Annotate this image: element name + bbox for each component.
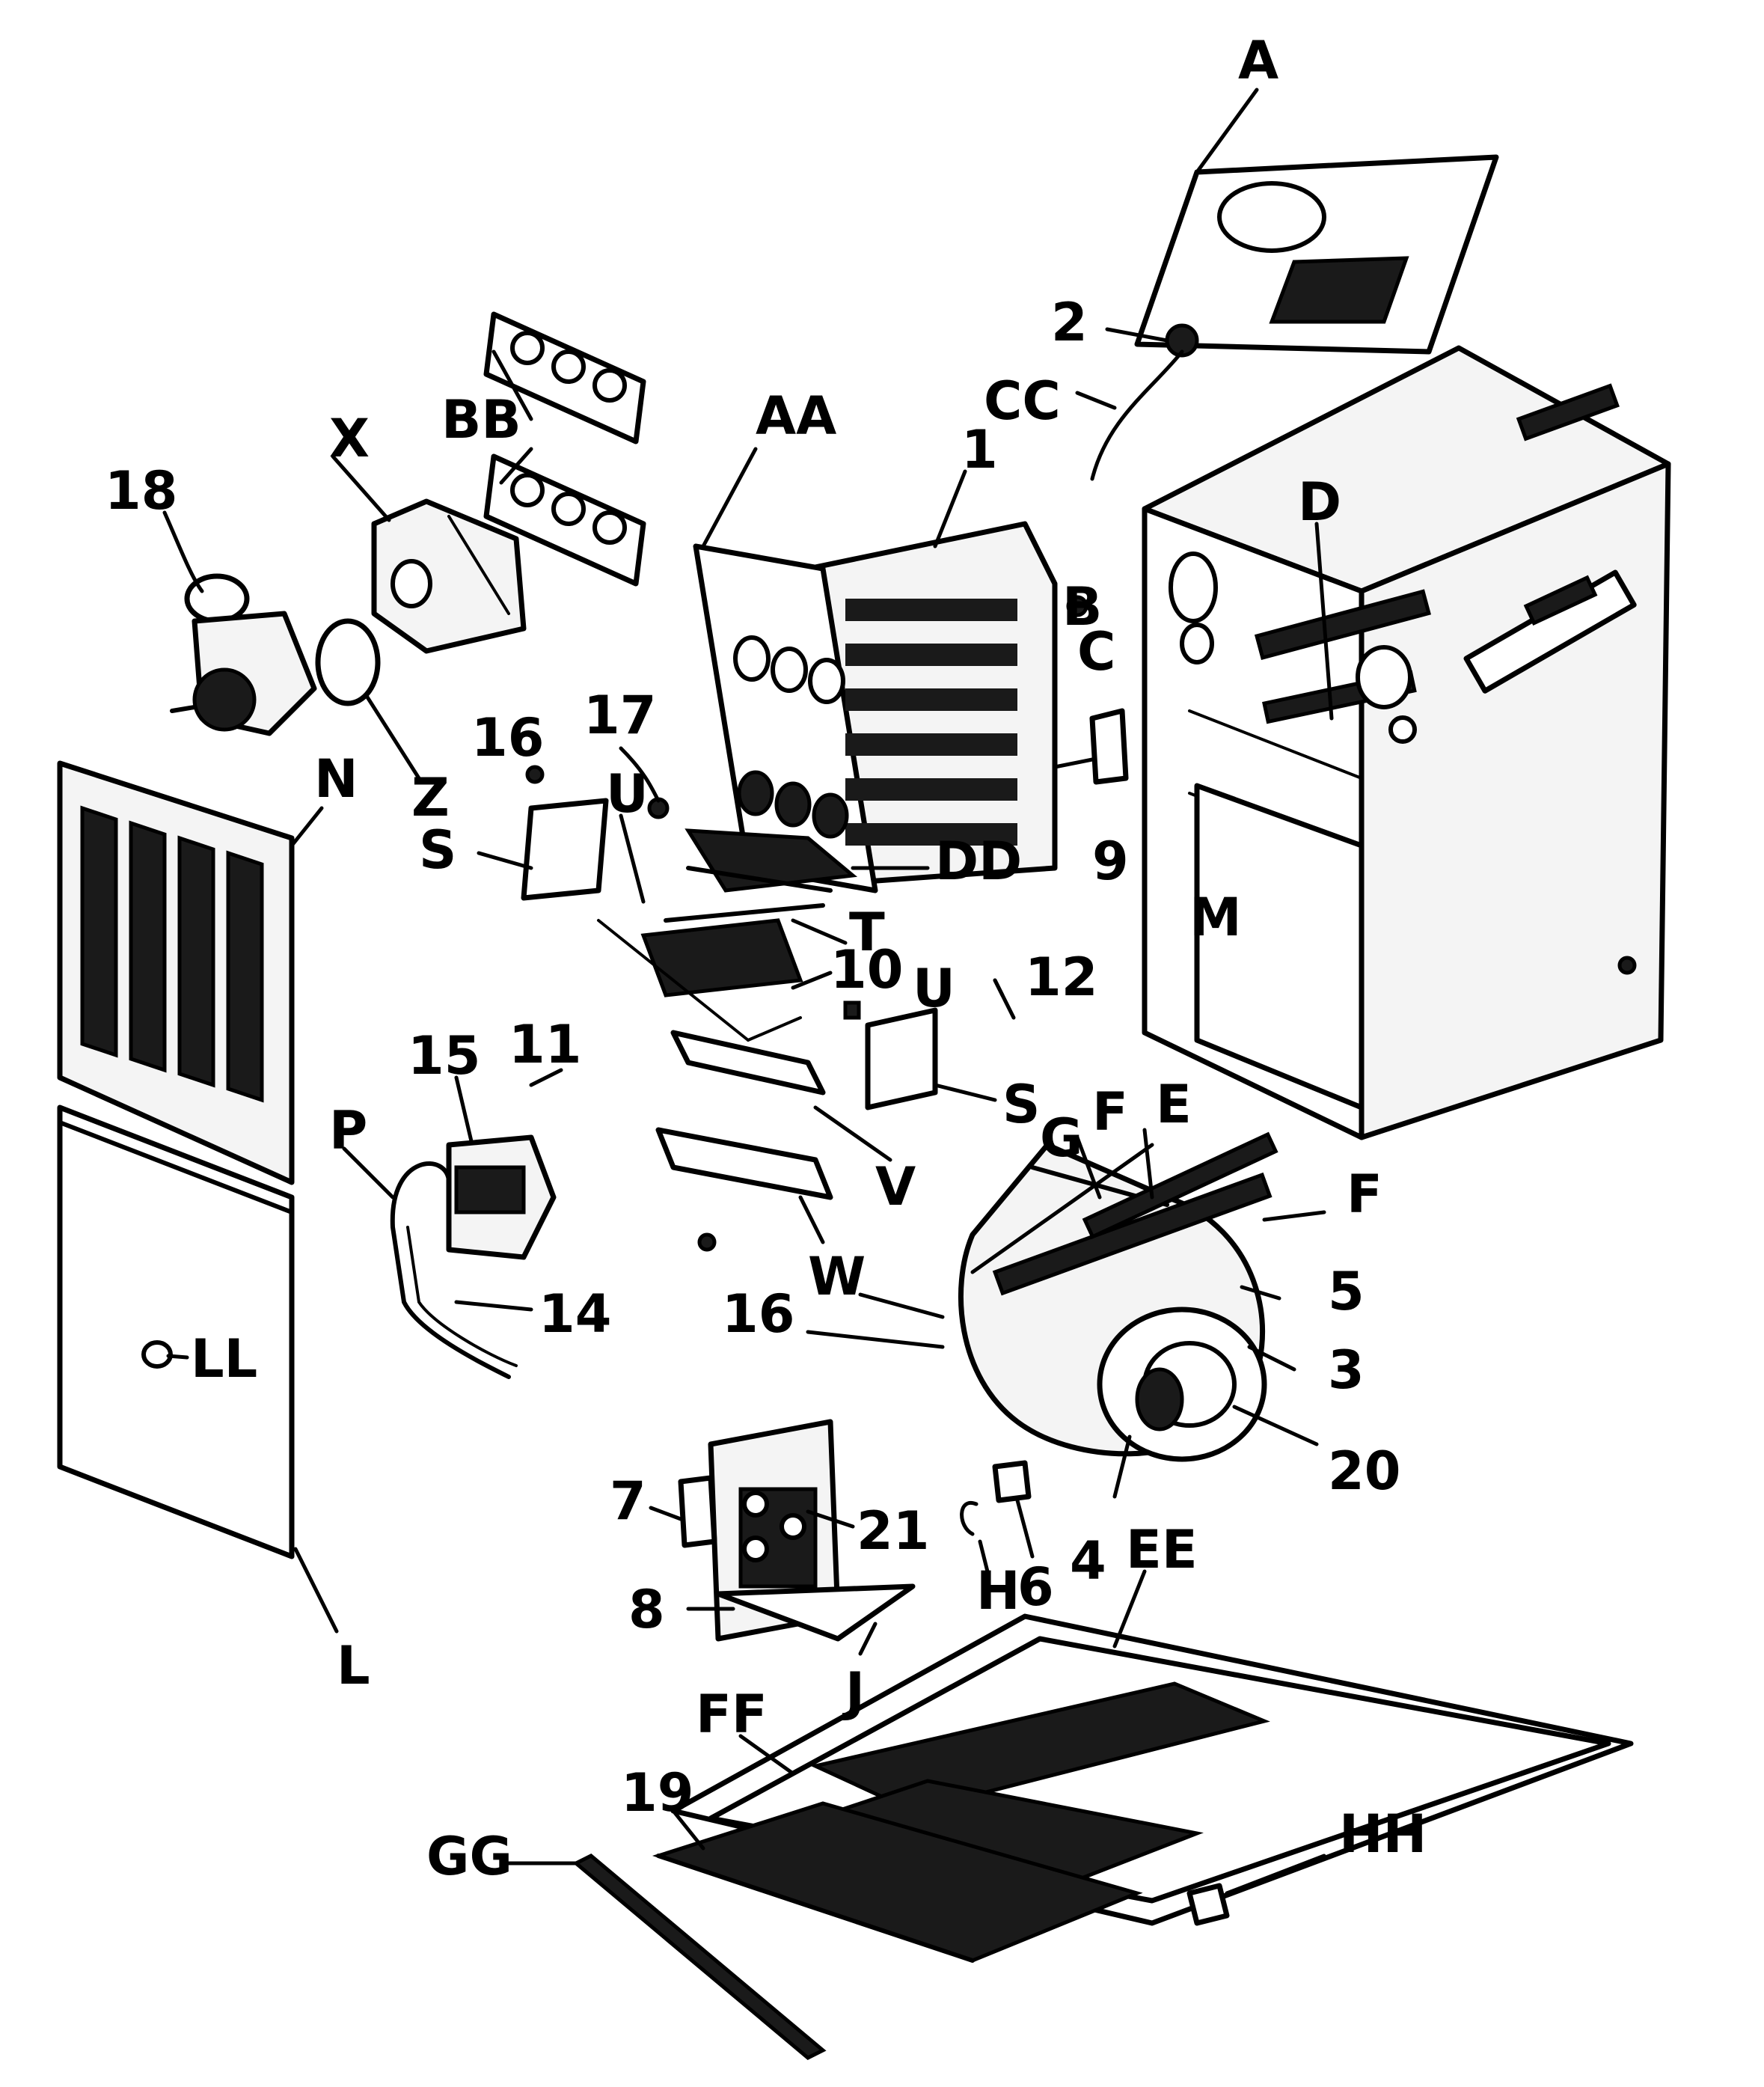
part-hh <box>1186 1883 1230 1926</box>
label-ff: FF <box>696 1684 768 1745</box>
label-18: 18 <box>105 460 177 522</box>
part-labels: A 2 CC BB X AA 1 D B C 18 Z 16 17 U DD 9… <box>105 30 1427 1887</box>
label-s-lower: S <box>1002 1074 1040 1135</box>
label-21: 21 <box>857 1500 929 1562</box>
label-hh: HH <box>1339 1803 1427 1865</box>
label-b: B <box>1062 576 1102 638</box>
label-2: 2 <box>1051 292 1088 353</box>
furnace-cabinet <box>1142 345 1671 1140</box>
heat-exchanger <box>693 521 1058 893</box>
label-t: T <box>849 902 885 963</box>
label-s-upper: S <box>419 819 456 881</box>
label-7: 7 <box>610 1470 646 1532</box>
label-l: L <box>337 1635 370 1696</box>
part-c <box>1089 708 1129 785</box>
burners <box>640 918 803 997</box>
label-8: 8 <box>628 1579 665 1640</box>
label-f-upper: F <box>1092 1081 1128 1143</box>
burner-manifold <box>685 828 858 893</box>
control-panel <box>678 1419 916 1642</box>
label-14: 14 <box>539 1283 611 1345</box>
label-u-lower: U <box>913 958 955 1019</box>
label-20: 20 <box>1328 1440 1400 1502</box>
label-g: G <box>1040 1107 1082 1169</box>
label-16-upper: 16 <box>471 707 544 769</box>
label-bb: BB <box>441 389 521 450</box>
label-1: 1 <box>961 419 998 480</box>
label-cc: CC <box>984 370 1061 432</box>
label-4: 4 <box>1070 1530 1106 1592</box>
upper-door <box>57 760 295 1185</box>
label-f-right: F <box>1347 1164 1382 1225</box>
label-11: 11 <box>509 1014 581 1075</box>
label-d: D <box>1298 471 1341 533</box>
label-n: N <box>314 748 358 810</box>
label-3: 3 <box>1328 1339 1365 1401</box>
bracket-s-right <box>865 1007 938 1110</box>
label-m: M <box>1189 887 1242 948</box>
label-v: V <box>875 1156 916 1217</box>
label-dd: DD <box>935 831 1022 892</box>
collector-box <box>371 498 527 654</box>
label-j: J <box>842 1661 865 1723</box>
label-u-upper: U <box>606 763 649 825</box>
label-h: H <box>976 1560 1020 1622</box>
label-c: C <box>1077 621 1115 682</box>
label-z: Z <box>411 767 450 828</box>
bracket-s-left <box>521 798 609 901</box>
rail-gg <box>572 1854 827 2060</box>
label-ee: EE <box>1126 1519 1198 1580</box>
top-panel <box>1134 154 1499 355</box>
label-w: W <box>808 1246 866 1307</box>
lower-door <box>57 1104 295 1559</box>
part-6 <box>992 1460 1032 1503</box>
label-9: 9 <box>1092 831 1129 892</box>
label-gg: GG <box>426 1826 512 1887</box>
label-5: 5 <box>1328 1261 1365 1322</box>
label-19: 19 <box>621 1762 693 1824</box>
label-ll: LL <box>191 1328 257 1390</box>
gasket-ring <box>315 618 381 706</box>
blower-housing <box>958 1131 1278 1462</box>
label-p: P <box>329 1100 367 1161</box>
part-b <box>1066 595 1088 617</box>
label-aa: AA <box>756 385 836 447</box>
filter <box>652 1801 1143 1963</box>
label-a: A <box>1238 30 1278 91</box>
inducer-motor <box>170 573 317 736</box>
label-12: 12 <box>1025 947 1097 1008</box>
gasket-bb <box>483 311 646 587</box>
label-17: 17 <box>584 685 656 746</box>
gas-pipe <box>390 1161 511 1379</box>
label-e: E <box>1156 1074 1192 1135</box>
label-16-lower: 16 <box>722 1283 794 1345</box>
label-x: X <box>329 408 370 469</box>
label-15: 15 <box>408 1025 480 1087</box>
plate-w <box>655 1127 833 1200</box>
plate-v <box>670 1030 826 1096</box>
label-10: 10 <box>830 939 903 1000</box>
label-6: 6 <box>1017 1556 1054 1618</box>
gas-valve <box>446 1134 557 1260</box>
